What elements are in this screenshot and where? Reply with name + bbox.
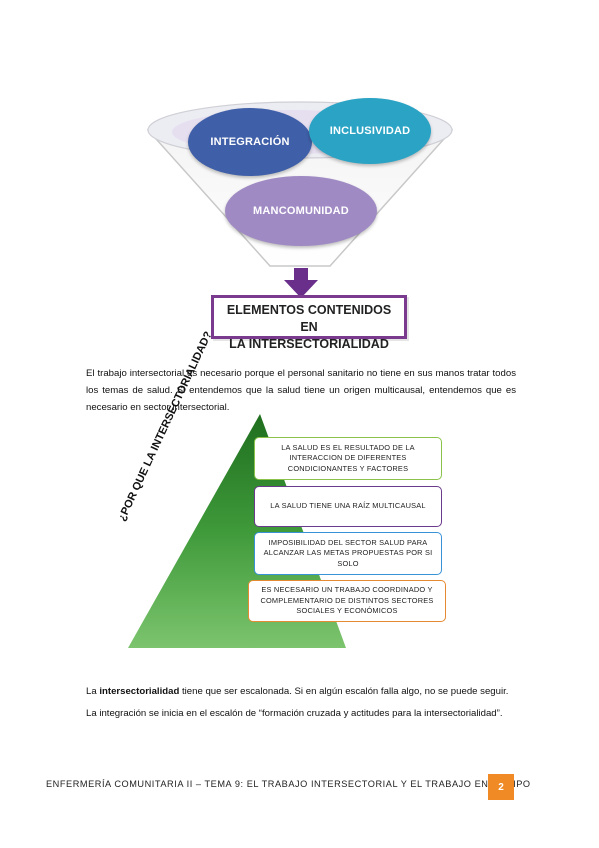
paragraph-escalonada-prefix: La: [86, 686, 100, 697]
funnel-item-integracion: INTEGRACIÓN: [188, 108, 312, 176]
paragraph-escalonada-suffix: tiene que ser escalonada. Si en algún es…: [179, 686, 509, 697]
footer-text: ENFERMERÍA COMUNITARIA II – TEMA 9: EL T…: [46, 779, 531, 789]
page-number: 2: [488, 774, 514, 800]
paragraph-escalonada: La intersectorialidad tiene que ser esca…: [86, 683, 516, 700]
pyramid-box-3: IMPOSIBILIDAD DEL SECTOR SALUD PARA ALCA…: [254, 532, 442, 575]
arrow-down-icon: [284, 268, 318, 298]
funnel-item-mancomunidad: MANCOMUNIDAD: [225, 176, 377, 246]
funnel-item-inclusividad: INCLUSIVIDAD: [309, 98, 431, 164]
paragraph-intersectorial-work: El trabajo intersectorial es necesario p…: [86, 368, 516, 413]
pyramid-box-1: LA SALUD ES EL RESULTADO DE LA INTERACCI…: [254, 437, 442, 480]
elements-box-line1: ELEMENTOS CONTENIDOS EN: [226, 303, 392, 334]
paragraph-escalonada-keyword: intersectorialidad: [99, 686, 180, 697]
pyramid-box-2: LA SALUD TIENE UNA RAÍZ MULTICAUSAL: [254, 486, 442, 527]
pyramid-box-4: ES NECESARIO UN TRABAJO COORDINADO Y COM…: [248, 580, 446, 622]
paragraph-integracion: La integración se inicia en el escalón d…: [86, 708, 503, 719]
elements-box-line2: LA INTERSECTORIALIDAD: [229, 337, 389, 351]
elements-box: ELEMENTOS CONTENIDOS EN LA INTERSECTORIA…: [211, 295, 407, 351]
